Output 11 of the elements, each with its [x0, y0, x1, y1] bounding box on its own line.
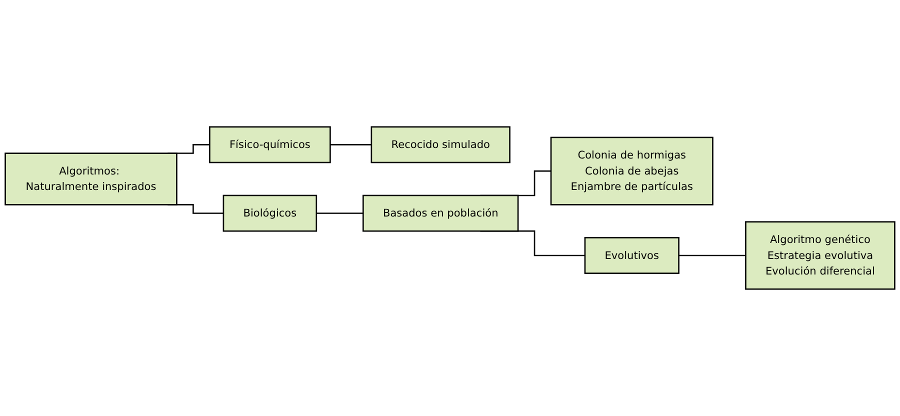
node-box: Evolutivos	[584, 237, 680, 274]
node-box: Físico-químicos	[209, 126, 331, 164]
node-box: Basados en población	[362, 194, 519, 232]
node-box: Biológicos	[222, 194, 318, 232]
node-box: Recocido simulado	[370, 126, 510, 164]
connector	[678, 254, 746, 256]
node-box: Colonia de hormigas Colonia de abejas Enjambre de partículas	[550, 136, 714, 206]
node-box: Algoritmo genético Estrategia evolutiva Evolución diferencial	[745, 221, 896, 290]
connector	[316, 212, 364, 214]
node-box: Algoritmos: Naturalmente inspirados	[4, 152, 178, 206]
connector	[330, 144, 372, 146]
